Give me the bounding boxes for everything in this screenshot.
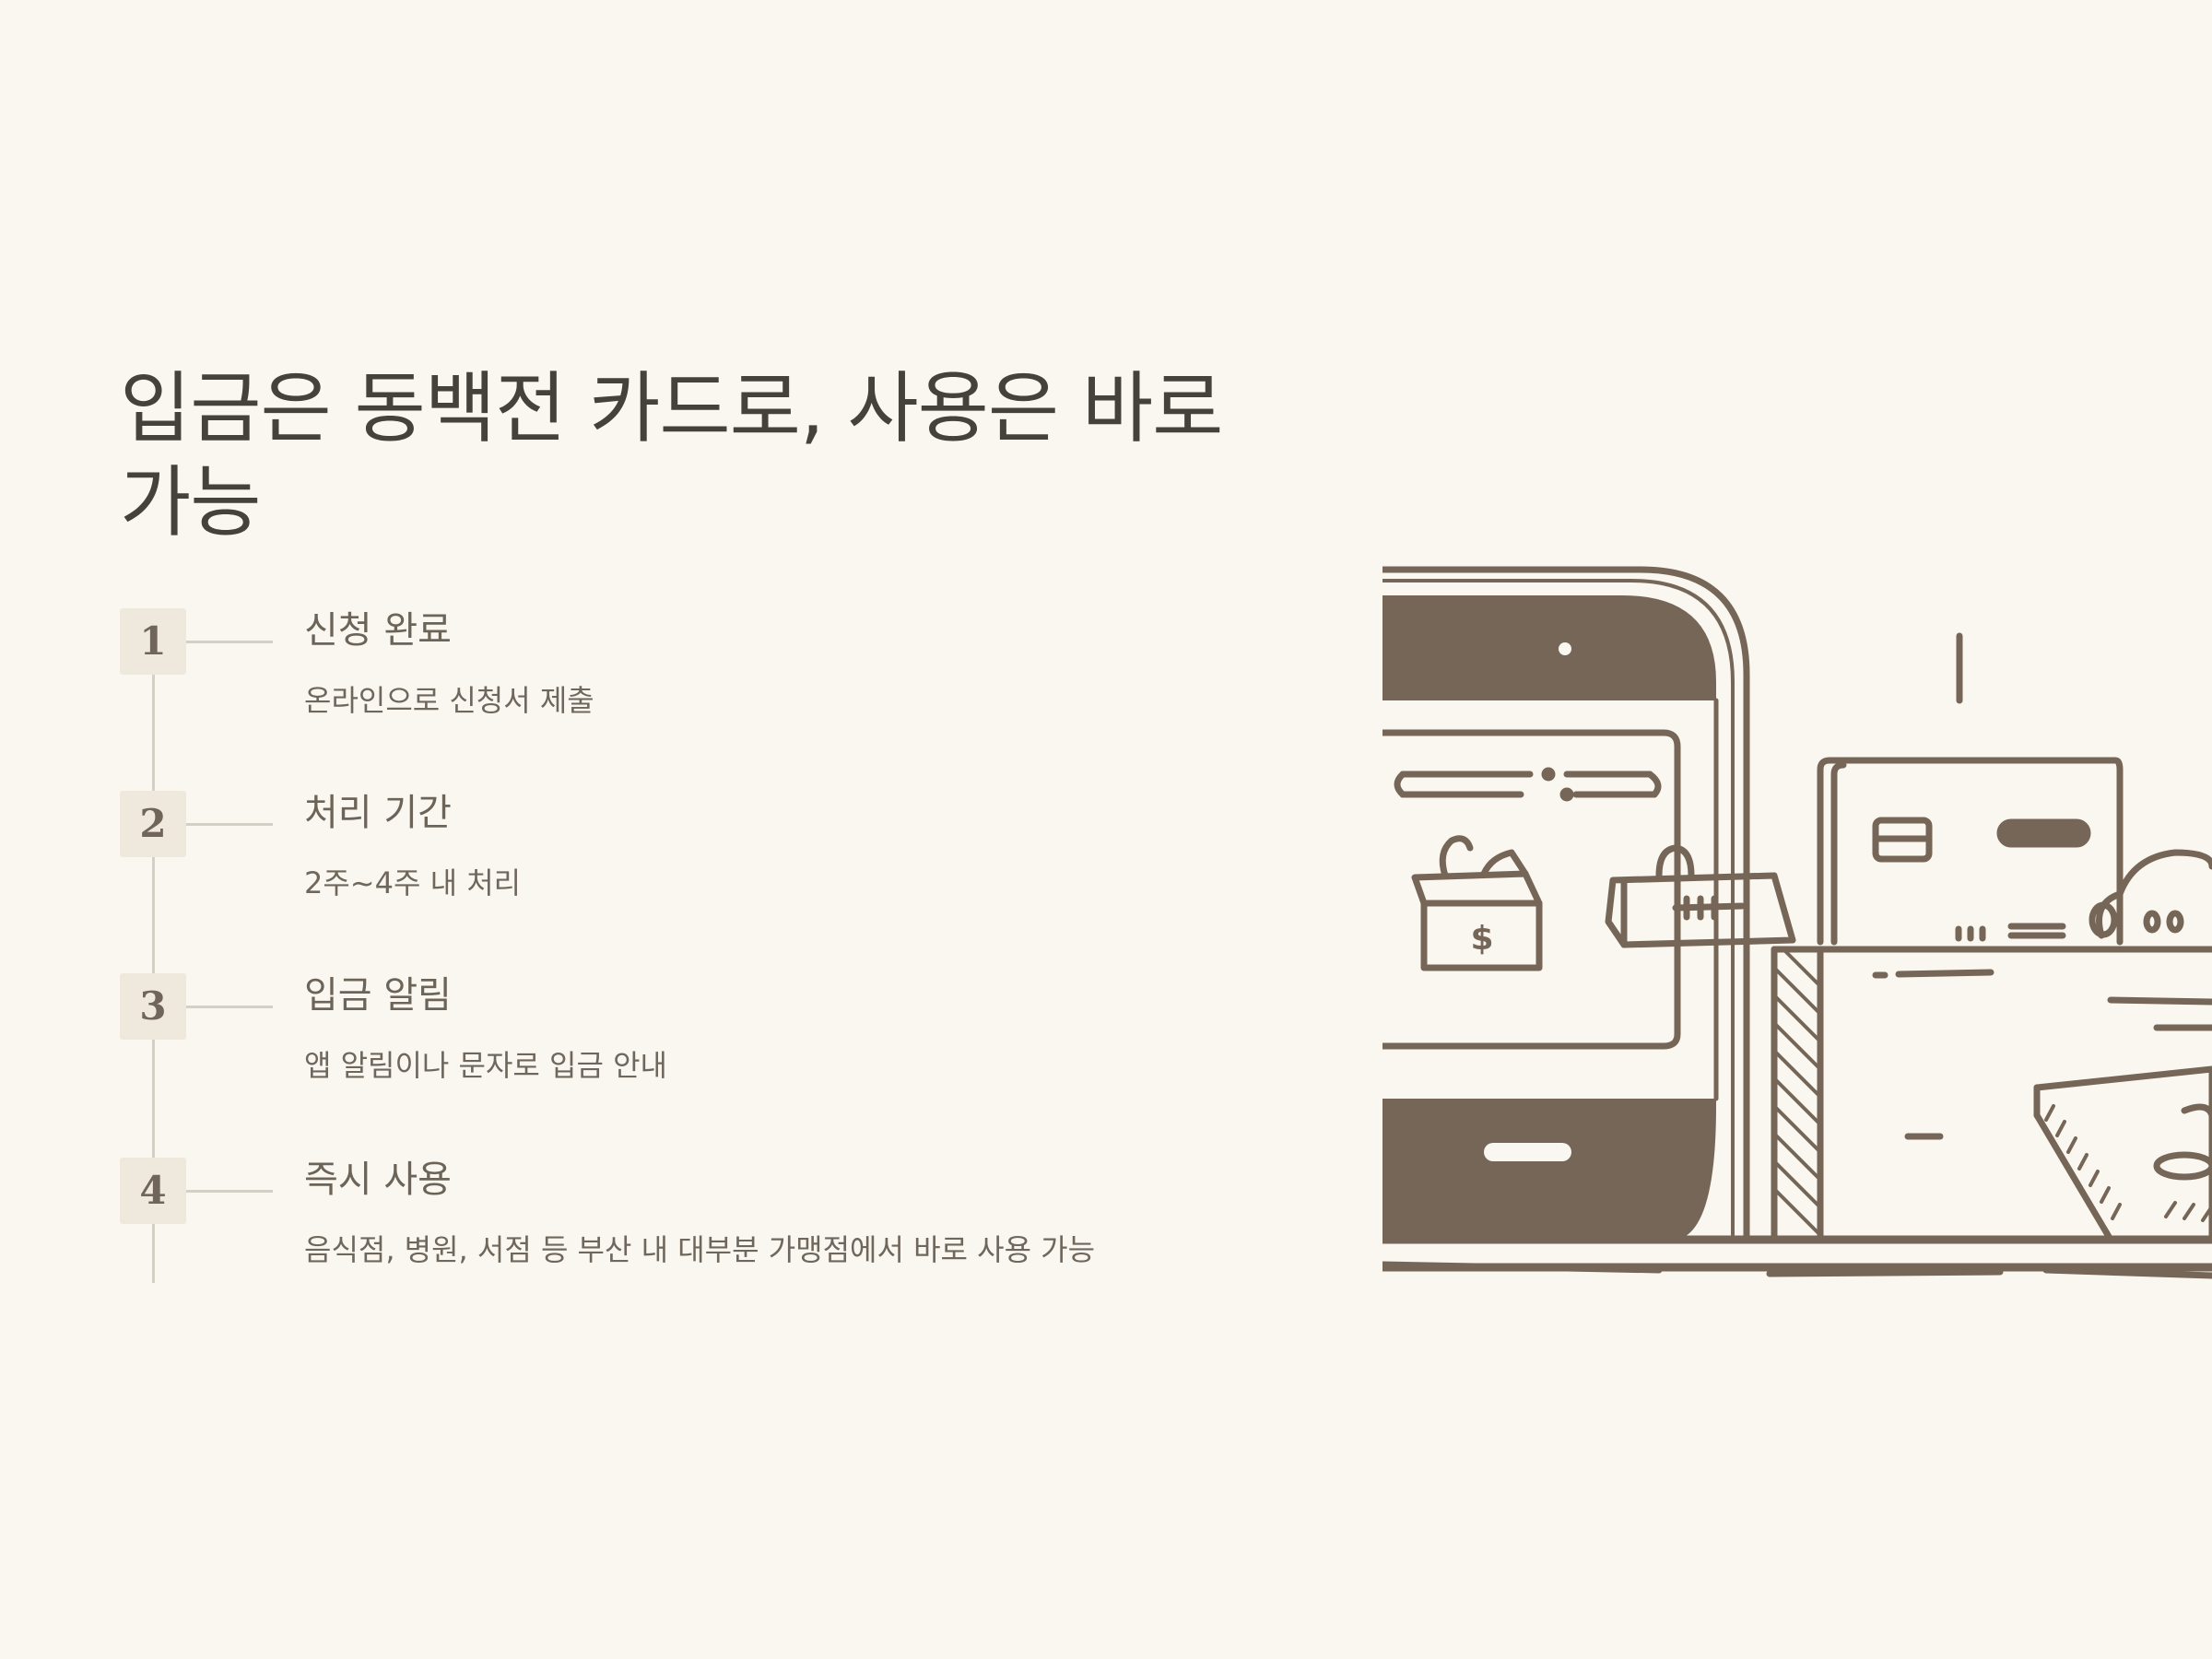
- step-item: 1 신청 완료 온라인으로 신청서 제출: [0, 608, 1198, 756]
- step-description: 앱 알림이나 문자로 입금 안내: [304, 1048, 667, 1083]
- step-number-badge: 3: [120, 973, 186, 1040]
- step-item: 2 처리 기간 2주~4주 내 처리: [0, 791, 1198, 938]
- step-number-badge: 2: [120, 791, 186, 857]
- step-title: 즉시 사용: [304, 1159, 452, 1201]
- svg-text:$: $: [1470, 920, 1493, 958]
- page-title: 입금은 동백전 카드로, 사용은 바로 가능: [120, 363, 1223, 547]
- step-connector: [186, 641, 273, 643]
- step-title: 신청 완료: [304, 609, 452, 652]
- step-connector: [186, 1006, 273, 1008]
- timeline-line: [152, 645, 155, 1283]
- step-description: 2주~4주 내 처리: [304, 865, 522, 900]
- step-number-badge: 4: [120, 1158, 186, 1224]
- step-description: 음식점, 병원, 서점 등 부산 내 대부분 가맹점에서 바로 사용 가능: [304, 1232, 1096, 1267]
- step-title: 입금 알림: [304, 974, 452, 1017]
- step-number-badge: 1: [120, 608, 186, 675]
- step-item: 3 입금 알림 앱 알림이나 문자로 입금 안내: [0, 973, 1198, 1121]
- step-item: 4 즉시 사용 음식점, 병원, 서점 등 부산 내 대부분 가맹점에서 바로 …: [0, 1158, 1198, 1305]
- step-connector: [186, 823, 273, 826]
- step-description: 온라인으로 신청서 제출: [304, 683, 594, 718]
- step-title: 처리 기간: [304, 792, 452, 834]
- phone-card-payment-illustration: $: [1382, 553, 2212, 1309]
- step-connector: [186, 1190, 273, 1193]
